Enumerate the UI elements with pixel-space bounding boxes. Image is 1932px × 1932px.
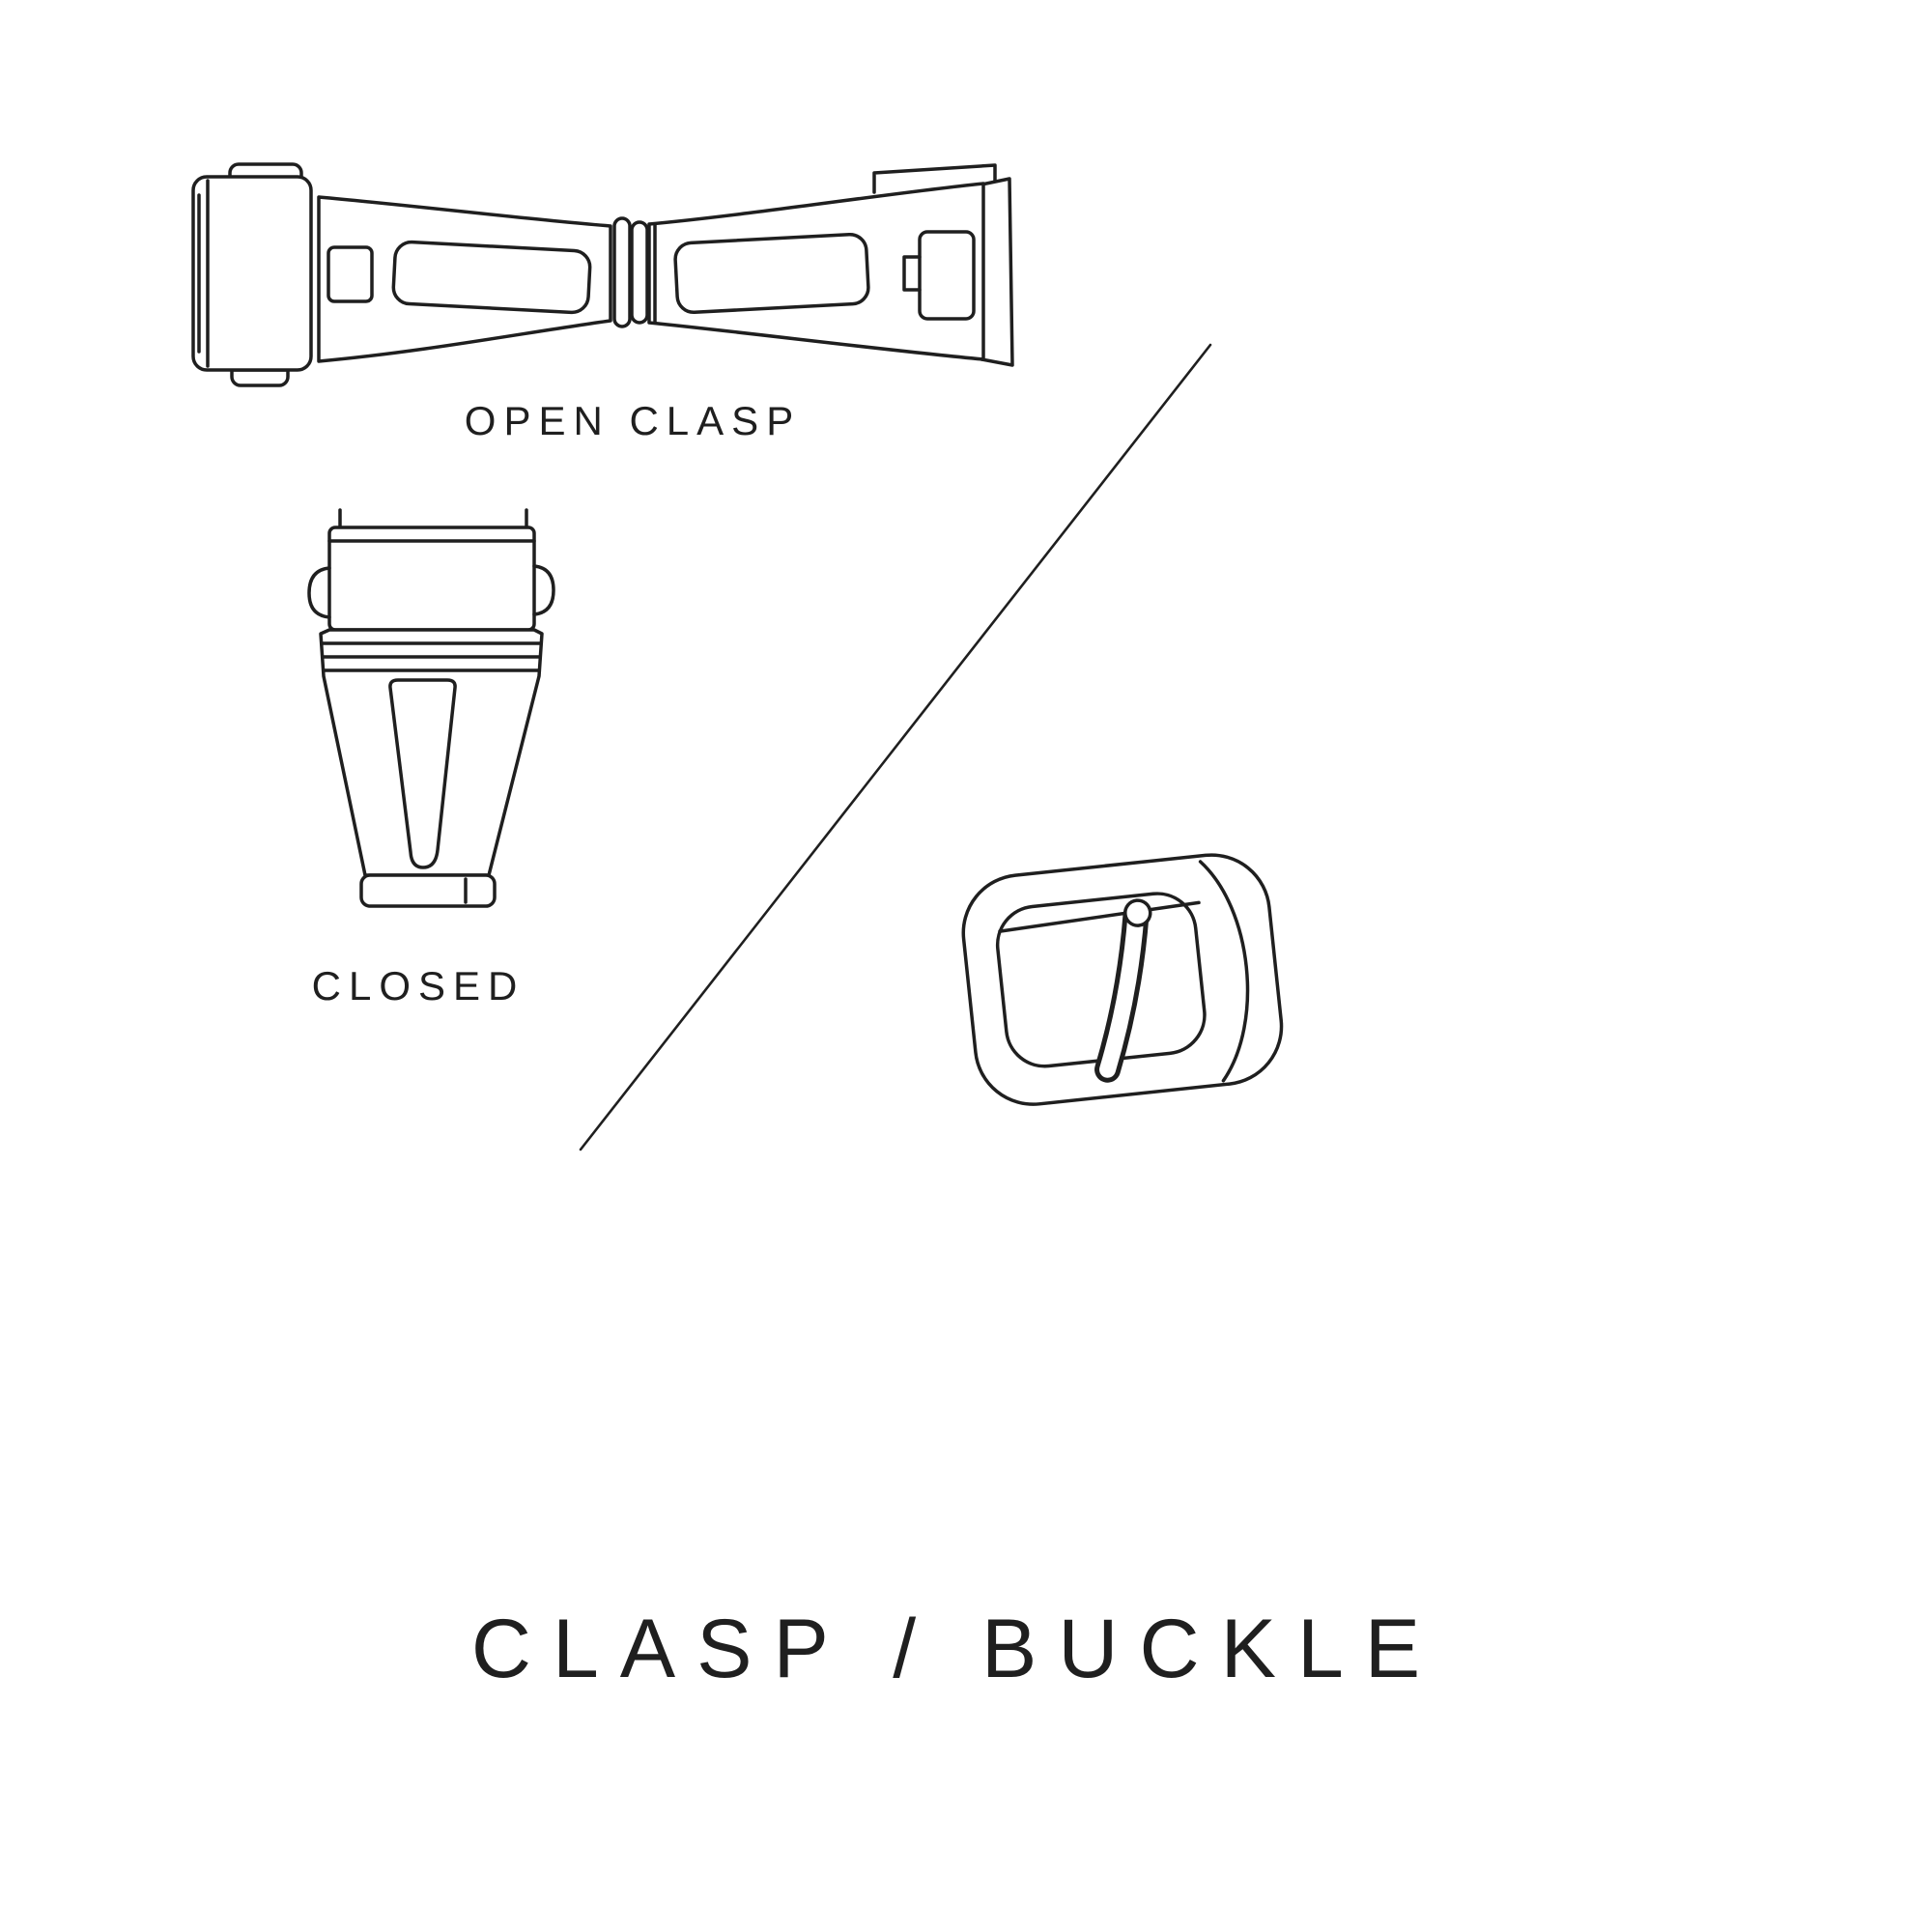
open-clasp-catch-hook	[902, 255, 922, 292]
buckle-tongue-fill	[1099, 906, 1145, 1078]
open-clasp-hinge-left	[612, 216, 632, 328]
closed-clasp-right-ear	[532, 564, 555, 616]
open-clasp-right-arm	[647, 182, 985, 361]
open-clasp-catch	[918, 230, 976, 321]
buckle-right-thickness-line	[1198, 860, 1250, 1083]
closed-clasp-top-box	[327, 526, 536, 632]
open-clasp-left-arm	[317, 195, 612, 363]
buckle-illustration	[961, 853, 1284, 1106]
open-clasp-end-block	[191, 175, 313, 372]
open-clasp-left-notch	[327, 245, 374, 303]
open-clasp-illustration	[191, 162, 1014, 387]
open-clasp-top-plate	[872, 163, 997, 194]
buckle-pivot-ring	[1123, 898, 1152, 927]
open-clasp-right-window	[673, 232, 870, 315]
open-clasp-label: OPEN CLASP	[464, 398, 802, 443]
open-clasp-left-window	[391, 240, 592, 315]
open-clasp-end-flange	[980, 177, 1014, 367]
open-clasp-hinge-right	[630, 220, 649, 325]
closed-clasp-label: CLOSED	[311, 963, 526, 1009]
closed-clasp-bottom-bar	[359, 873, 497, 908]
open-clasp-bottom-tab	[230, 368, 290, 387]
closed-clasp-body	[319, 628, 544, 877]
page-title: CLASP / BUCKLE	[470, 1603, 1442, 1695]
diagonal-divider	[579, 343, 1212, 1151]
closed-clasp-left-ear	[307, 566, 331, 619]
closed-clasp-inner-slot	[388, 678, 457, 869]
buckle-crossbar	[998, 900, 1201, 933]
closed-clasp-illustration	[307, 508, 555, 908]
